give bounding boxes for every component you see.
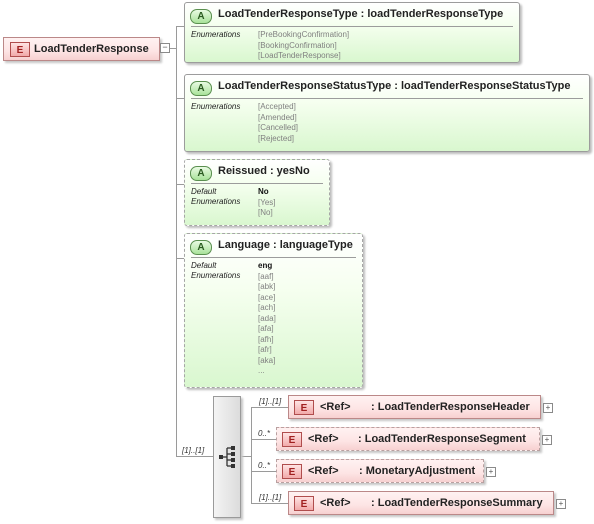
enum-value: [ach]: [258, 303, 276, 312]
default-label: Default: [191, 187, 217, 196]
attribute-badge: A: [190, 9, 212, 24]
child-multiplicity: [1]..[1]: [259, 397, 282, 406]
ref-label: <Ref>: [320, 401, 351, 413]
child-element-name: : LoadTenderResponseSummary: [371, 497, 543, 509]
enumerations-label: Enumerations: [191, 197, 241, 206]
sequence-multiplicity: [1]..[1]: [182, 446, 205, 455]
attribute-badge: A: [190, 240, 212, 255]
enum-value: ...: [258, 366, 265, 375]
child-element-monetaryadjustment[interactable]: E <Ref> : MonetaryAdjustment: [276, 459, 484, 483]
expand-toggle[interactable]: +: [543, 403, 553, 413]
enum-value: [Rejected]: [258, 133, 295, 143]
child-element-loadtenderresponsesegment[interactable]: E <Ref> : LoadTenderResponseSegment: [276, 427, 540, 451]
child-connector: [251, 407, 288, 408]
attribute-title: Language : languageType: [218, 239, 353, 251]
enumeration-list: No [Yes] [No]: [258, 187, 276, 219]
child-connector: [251, 471, 276, 472]
enumerations-label: Enumerations: [191, 271, 241, 280]
enum-value: [Yes]: [258, 197, 276, 207]
sequence-icon: [219, 446, 235, 468]
divider: [191, 26, 513, 27]
element-badge: E: [294, 496, 314, 511]
element-badge: E: [282, 432, 302, 447]
child-multiplicity: 0..*: [258, 429, 271, 438]
attr-connector: [176, 98, 184, 99]
root-element-name: LoadTenderResponse: [34, 43, 149, 55]
attribute-reissued[interactable]: A Reissued : yesNo Default Enumerations …: [184, 159, 330, 226]
attr-connector: [176, 184, 184, 185]
enum-value: [PreBookingConfirmation]: [258, 30, 350, 39]
enum-value: [ada]: [258, 313, 276, 323]
attribute-loadtenderresponsetype[interactable]: A LoadTenderResponseType : loadTenderRes…: [184, 2, 520, 63]
enum-value: [Accepted]: [258, 102, 296, 111]
enum-value: [Cancelled]: [258, 123, 299, 132]
element-badge: E: [282, 464, 302, 479]
child-multiplicity: 0..*: [258, 461, 271, 470]
attribute-badge: A: [190, 81, 212, 96]
default-label: Default: [191, 261, 217, 270]
child-element-name: : LoadTenderResponseSegment: [358, 433, 526, 445]
attribute-language[interactable]: A Language : languageType Default Enumer…: [184, 233, 363, 388]
child-multiplicity: [1]..[1]: [259, 493, 282, 502]
attr-connector: [176, 26, 184, 27]
child-connector: [251, 503, 288, 504]
attribute-title: LoadTenderResponseType : loadTenderRespo…: [218, 8, 504, 20]
attribute-title: LoadTenderResponseStatusType : loadTende…: [218, 80, 571, 92]
default-value: No: [258, 187, 269, 196]
ref-label: <Ref>: [308, 433, 339, 445]
enum-value: [ace]: [258, 292, 276, 302]
enum-value: [LoadTenderResponse]: [258, 51, 341, 60]
enumeration-list: eng [aaf] [abk] [ace] [ach] [ada] [afa] …: [258, 261, 276, 377]
enum-value: [aka]: [258, 355, 276, 365]
enum-value: [afr]: [258, 345, 272, 354]
element-badge: E: [10, 42, 30, 57]
sequence-out: [241, 456, 251, 457]
attribute-badge: A: [190, 166, 212, 181]
root-connector: [168, 48, 176, 49]
enumerations-label: Enumerations: [191, 30, 241, 39]
enum-value: [aaf]: [258, 271, 274, 281]
enum-value: [abk]: [258, 282, 276, 291]
enumeration-list: [PreBookingConfirmation] [BookingConfirm…: [258, 30, 349, 62]
enumeration-list: [Accepted] [Amended] [Cancelled] [Reject…: [258, 102, 298, 144]
sequence-connector: [176, 456, 213, 457]
ref-label: <Ref>: [308, 465, 339, 477]
expand-toggle[interactable]: +: [556, 499, 566, 509]
ref-label: <Ref>: [320, 497, 351, 509]
enum-value: [Amended]: [258, 112, 297, 122]
enum-value: [afa]: [258, 324, 274, 333]
child-connector: [251, 439, 276, 440]
divider: [191, 183, 323, 184]
divider: [191, 257, 356, 258]
child-element-name: : LoadTenderResponseHeader: [371, 401, 530, 413]
collapse-toggle[interactable]: −: [160, 43, 170, 53]
trunk-line: [176, 26, 177, 456]
root-element[interactable]: E LoadTenderResponse: [3, 37, 160, 61]
expand-toggle[interactable]: +: [486, 467, 496, 477]
sequence-compositor[interactable]: [213, 396, 241, 518]
child-element-name: : MonetaryAdjustment: [359, 465, 476, 477]
default-value: eng: [258, 261, 273, 270]
enum-value: [afh]: [258, 334, 274, 344]
enum-value: [BookingConfirmation]: [258, 40, 337, 50]
child-element-loadtenderresponseheader[interactable]: E <Ref> : LoadTenderResponseHeader: [288, 395, 541, 419]
attribute-title: Reissued : yesNo: [218, 165, 310, 177]
divider: [191, 98, 583, 99]
attr-connector: [176, 258, 184, 259]
enum-value: [No]: [258, 208, 273, 217]
enumerations-label: Enumerations: [191, 102, 241, 111]
attribute-loadtenderresponsestatustype[interactable]: A LoadTenderResponseStatusType : loadTen…: [184, 74, 590, 152]
child-element-loadtenderresponsesummary[interactable]: E <Ref> : LoadTenderResponseSummary: [288, 491, 554, 515]
children-trunk: [251, 407, 252, 503]
expand-toggle[interactable]: +: [542, 435, 552, 445]
element-badge: E: [294, 400, 314, 415]
